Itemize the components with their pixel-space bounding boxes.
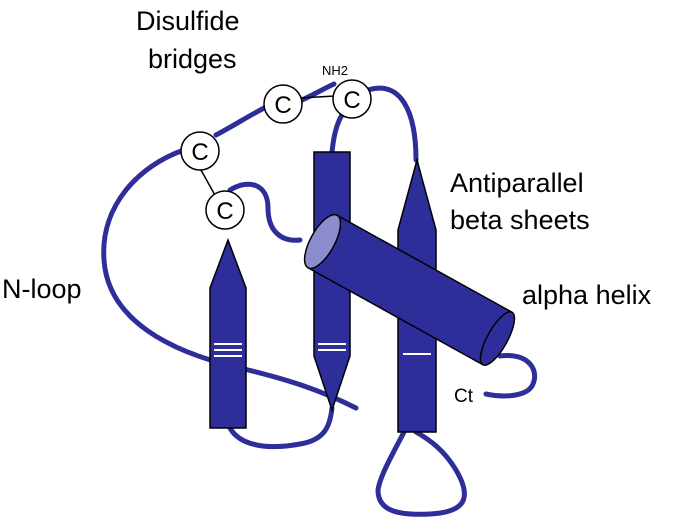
loop-helix-to-ct [483, 353, 538, 399]
label-n-loop: N-loop [2, 274, 82, 304]
cysteine-2-label: C [343, 87, 360, 114]
disulfide-bond-top [299, 95, 336, 99]
disulfide-bonds [200, 95, 336, 198]
cysteine-3-label: C [191, 139, 208, 166]
label-ct: Ct [454, 386, 474, 407]
loop-cys-to-cys-left [213, 103, 271, 138]
cysteine-4: C [205, 190, 245, 230]
cysteine-1: C [263, 84, 303, 124]
cysteine-2: C [332, 79, 372, 119]
label-beta-sheets: beta sheets [450, 205, 590, 235]
loop-bottom-triangle [375, 427, 467, 517]
n-loop-path [101, 147, 359, 411]
alpha-helix-cylinder [303, 213, 516, 366]
beta-strand-1 [209, 237, 247, 429]
alpha-helix-far-end [479, 311, 516, 366]
loop-strand1-strand2 [227, 405, 335, 450]
cysteine-1-label: C [274, 92, 291, 119]
loop-top-to-strand3 [365, 85, 419, 163]
loop-cys-to-strand1 [227, 181, 303, 243]
label-disulfide: Disulfide [136, 6, 240, 36]
label-alpha-helix: alpha helix [522, 280, 652, 310]
label-antiparallel: Antiparallel [450, 168, 584, 198]
label-bridges: bridges [148, 44, 237, 74]
label-nh2: NH2 [322, 63, 348, 78]
disulfide-bond-left [200, 169, 217, 198]
backbone [101, 81, 538, 517]
cysteine-4-label: C [216, 198, 233, 225]
nh2-tail [299, 81, 337, 103]
cysteine-3: C [180, 131, 220, 171]
alpha-helix-near-end [303, 213, 342, 270]
